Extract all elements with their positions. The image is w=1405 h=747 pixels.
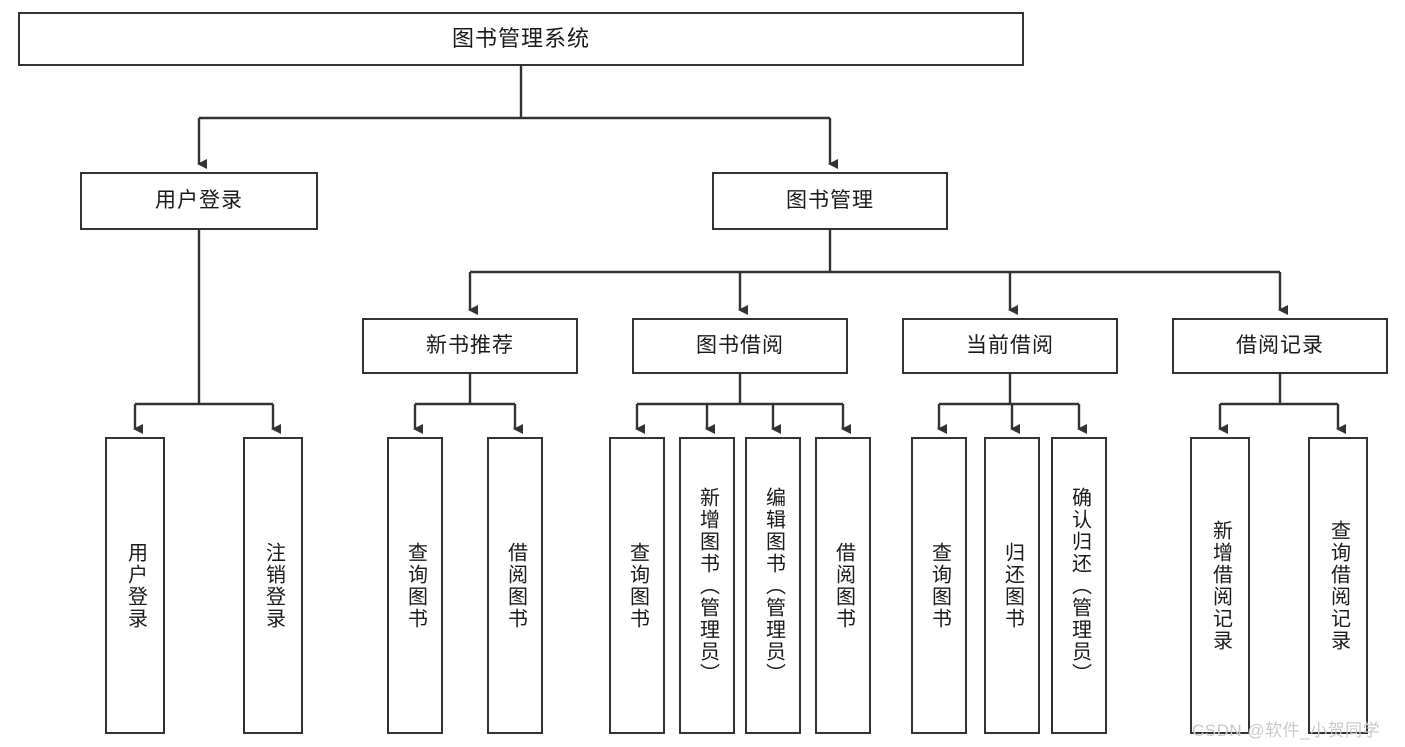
node-borrow-record-label: 借阅记录 [1236, 334, 1324, 358]
node-leaf-return-book[interactable]: 归还图书 [984, 437, 1040, 734]
csdn-watermark: CSDN @软件_小贺同学 [1192, 721, 1381, 740]
node-root[interactable]: 图书管理系统 [18, 12, 1024, 66]
node-new-book-recommend-label: 新书推荐 [426, 334, 514, 358]
node-leaf-confirm-return-admin[interactable]: 确认归还（管理员） [1051, 437, 1107, 734]
node-leaf-query-book-borrow[interactable]: 查询图书 [609, 437, 665, 734]
node-leaf-query-book-current[interactable]: 查询图书 [911, 437, 967, 734]
node-leaf-query-book-rec[interactable]: 查询图书 [387, 437, 443, 734]
node-leaf-borrow-book-label: 借阅图书 [832, 541, 855, 630]
node-current-borrow[interactable]: 当前借阅 [902, 318, 1118, 374]
node-leaf-add-borrow-record-label: 新增借阅记录 [1209, 519, 1232, 652]
node-current-borrow-label: 当前借阅 [966, 334, 1054, 358]
node-book-borrow[interactable]: 图书借阅 [632, 318, 848, 374]
node-leaf-logout[interactable]: 注销登录 [243, 437, 303, 734]
node-leaf-add-book-admin[interactable]: 新增图书（管理员） [679, 437, 735, 734]
node-leaf-logout-label: 注销登录 [262, 541, 285, 630]
node-leaf-query-book-rec-label: 查询图书 [404, 541, 427, 630]
node-leaf-query-book-current-label: 查询图书 [928, 541, 951, 630]
node-book-management-label: 图书管理 [786, 189, 874, 213]
node-leaf-borrow-book-rec[interactable]: 借阅图书 [487, 437, 543, 734]
node-leaf-borrow-book-rec-label: 借阅图书 [504, 541, 527, 630]
node-leaf-edit-book-admin[interactable]: 编辑图书（管理员） [745, 437, 801, 734]
node-user-login[interactable]: 用户登录 [80, 172, 318, 230]
node-leaf-query-borrow-record-label: 查询借阅记录 [1327, 519, 1350, 652]
node-book-borrow-label: 图书借阅 [696, 334, 784, 358]
node-leaf-query-borrow-record[interactable]: 查询借阅记录 [1308, 437, 1368, 734]
node-leaf-add-borrow-record[interactable]: 新增借阅记录 [1190, 437, 1250, 734]
node-leaf-confirm-return-admin-label: 确认归还（管理员） [1068, 486, 1091, 685]
node-leaf-edit-book-admin-label: 编辑图书（管理员） [762, 486, 785, 685]
node-book-management[interactable]: 图书管理 [712, 172, 948, 230]
node-borrow-record[interactable]: 借阅记录 [1172, 318, 1388, 374]
node-new-book-recommend[interactable]: 新书推荐 [362, 318, 578, 374]
node-leaf-add-book-admin-label: 新增图书（管理员） [696, 486, 719, 685]
node-user-login-label: 用户登录 [155, 189, 243, 213]
node-root-label: 图书管理系统 [451, 25, 590, 51]
node-leaf-borrow-book[interactable]: 借阅图书 [815, 437, 871, 734]
node-leaf-return-book-label: 归还图书 [1001, 541, 1024, 630]
node-leaf-query-book-borrow-label: 查询图书 [626, 541, 649, 630]
node-leaf-user-login[interactable]: 用户登录 [105, 437, 165, 734]
node-leaf-user-login-label: 用户登录 [124, 541, 147, 630]
